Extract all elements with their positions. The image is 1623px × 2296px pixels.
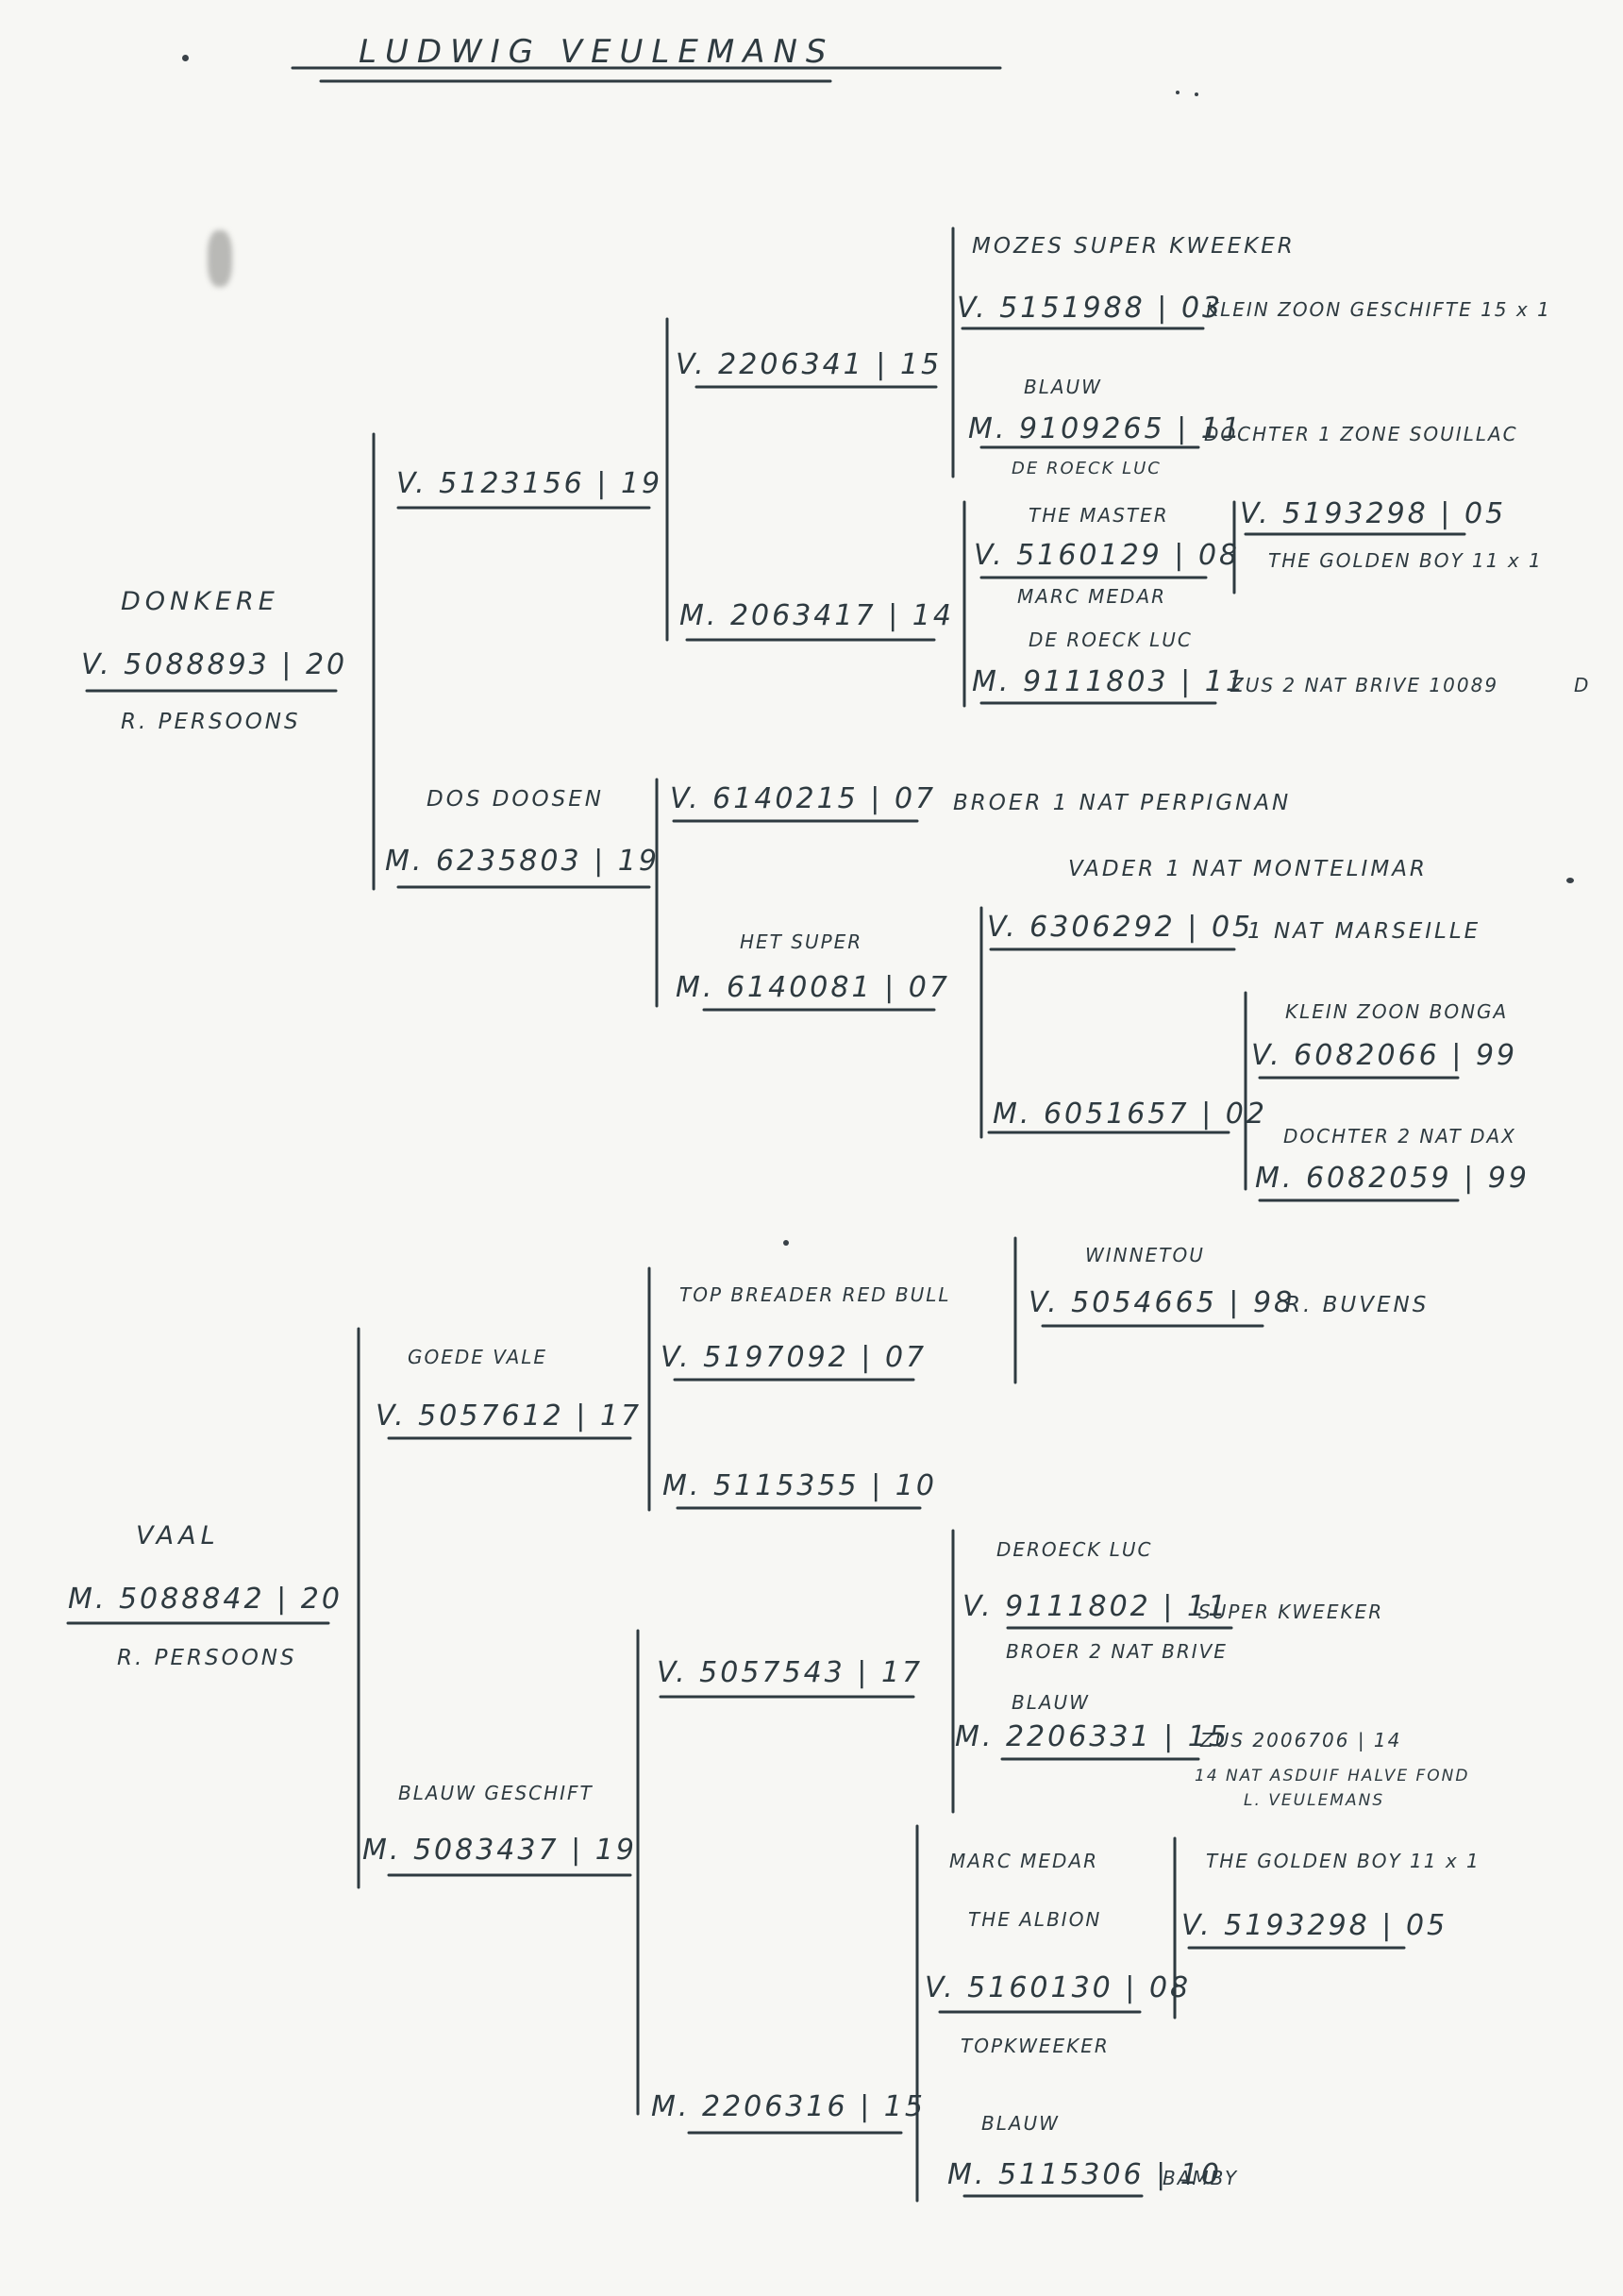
lower-fff-name: WINNETOU: [1085, 1244, 1205, 1266]
lower-mfm-note1: ZUS 2006706 | 14: [1200, 1729, 1402, 1751]
upper-fff-note: KLEIN ZOON GESCHIFTE 15 x 1: [1206, 298, 1551, 321]
lower-father-name: GOEDE VALE: [408, 1346, 548, 1368]
upper-fm-ring: M. 2063417 | 14: [679, 599, 954, 632]
lower-mff-breeder: DEROECK LUC: [996, 1538, 1153, 1561]
lower-mfm-note2: 14 NAT ASDUIF HALVE FOND: [1195, 1767, 1470, 1785]
upper-fmm-breeder: DE ROECK LUC: [1029, 628, 1193, 651]
upper-mmf-note2: 1 NAT MARSEILLE: [1247, 919, 1481, 944]
lower-mmm-name1: TOPKWEEKER: [961, 2035, 1110, 2057]
smudge: [208, 230, 232, 287]
speck: [1566, 878, 1574, 883]
lower-mmff-name: THE GOLDEN BOY 11 x 1: [1206, 1850, 1481, 1872]
upper-mmm-ring: M. 6051657 | 02: [993, 1098, 1267, 1131]
upper-mmf-note1: VADER 1 NAT MONTELIMAR: [1068, 857, 1428, 881]
upper-mmmm-ring: M. 6082059 | 99: [1255, 1162, 1530, 1195]
upper-mother-name: DOS DOOSEN: [427, 787, 604, 812]
lower-mfm-color: BLAUW: [1012, 1691, 1090, 1714]
lower-mmf-breeder: MARC MEDAR: [949, 1850, 1099, 1872]
lower-mother-ring: M. 5083437 | 19: [362, 1834, 637, 1867]
upper-fmm-ring: M. 9111803 | 11: [972, 665, 1247, 698]
upper-mother-ring: M. 6235803 | 19: [385, 845, 660, 878]
upper-mm-name: HET SUPER: [740, 930, 863, 953]
upper-fmm-note: ZUS 2 NAT BRIVE 10089: [1230, 674, 1499, 696]
lower-mf-ring: V. 5057543 | 17: [657, 1656, 924, 1689]
lower-mmf-ring: V. 5160130 | 08: [925, 1971, 1192, 2004]
upper-fmf-name: THE MASTER: [1029, 504, 1169, 527]
upper-ff-ring: V. 2206341 | 15: [676, 348, 943, 381]
lower-mmm-color: BLAUW: [981, 2112, 1060, 2135]
lower-ff-ring: V. 5197092 | 07: [661, 1341, 928, 1374]
upper-mm-ring: M. 6140081 | 07: [676, 971, 950, 1004]
lower-mff-ring: V. 9111802 | 11: [962, 1590, 1230, 1623]
lower-subject-owner: R. PERSOONS: [117, 1646, 297, 1670]
upper-ffm-note: DOCHTER 1 ZONE SOUILLAC: [1204, 423, 1518, 445]
lower-mmm-ring: M. 5115306 | 10: [947, 2158, 1222, 2191]
lower-mmf-name: THE ALBION: [968, 1908, 1102, 1931]
upper-subject-owner: R. PERSOONS: [121, 710, 301, 734]
upper-fmff-ring: V. 5193298 | 05: [1240, 497, 1507, 530]
speck: [1195, 92, 1198, 96]
lower-mfm-note3: L. VEULEMANS: [1244, 1791, 1385, 1810]
speck: [783, 1240, 789, 1246]
lower-mother-name: BLAUW GESCHIFT: [398, 1782, 594, 1804]
lower-father-ring: V. 5057612 | 17: [376, 1399, 643, 1433]
lower-ff-name: TOP BREADER RED BULL: [679, 1283, 951, 1306]
upper-fmff-name: THE GOLDEN BOY 11 x 1: [1268, 549, 1543, 572]
upper-fmm-mark: D: [1574, 674, 1591, 696]
upper-fmf-breeder: MARC MEDAR: [1017, 585, 1167, 608]
lower-mff-note2: BROER 2 NAT BRIVE: [1006, 1640, 1228, 1663]
upper-mf-note: BROER 1 NAT PERPIGNAN: [953, 791, 1292, 815]
lower-mmm-name2: BAMBY: [1163, 2167, 1239, 2189]
upper-fff-name: MOZES SUPER KWEEKER: [972, 234, 1296, 259]
upper-father-ring: V. 5123156 | 19: [396, 467, 663, 500]
upper-subject-ring: V. 5088893 | 20: [81, 648, 348, 681]
speck: [182, 55, 189, 61]
lower-fff-owner: R. BUVENS: [1285, 1293, 1430, 1317]
lower-mff-note1: SUPER KWEEKER: [1198, 1600, 1384, 1623]
upper-ffm-color: BLAUW: [1024, 376, 1102, 398]
page-title: LUDWIG VEULEMANS: [359, 33, 835, 71]
upper-mmmf-ring: V. 6082066 | 99: [1251, 1039, 1518, 1072]
speck: [1176, 91, 1180, 94]
lower-subject-name: VAAL: [136, 1521, 220, 1550]
upper-ffm-ring: M. 9109265 | 11: [968, 412, 1243, 445]
lower-fm-ring: M. 5115355 | 10: [662, 1469, 937, 1502]
lower-fff-ring: V. 5054665 | 98: [1029, 1286, 1296, 1319]
upper-mmmm-name: DOCHTER 2 NAT DAX: [1283, 1125, 1516, 1148]
upper-subject-name: DONKERE: [121, 587, 279, 616]
lower-mmff-ring: V. 5193298 | 05: [1181, 1909, 1448, 1942]
lower-mfm-ring: M. 2206331 | 15: [955, 1720, 1230, 1753]
upper-mmmf-name: KLEIN ZOON BONGA: [1285, 1000, 1509, 1023]
upper-mmf-ring: V. 6306292 | 05: [987, 911, 1254, 944]
upper-fmf-ring: V. 5160129 | 08: [974, 539, 1241, 572]
upper-fff-ring: V. 5151988 | 03: [957, 292, 1224, 325]
upper-ffm-breeder: DE ROECK LUC: [1012, 459, 1162, 478]
upper-mf-ring: V. 6140215 | 07: [670, 782, 937, 815]
lower-subject-ring: M. 5088842 | 20: [68, 1583, 343, 1616]
lower-mm-ring: M. 2206316 | 15: [651, 2090, 926, 2123]
